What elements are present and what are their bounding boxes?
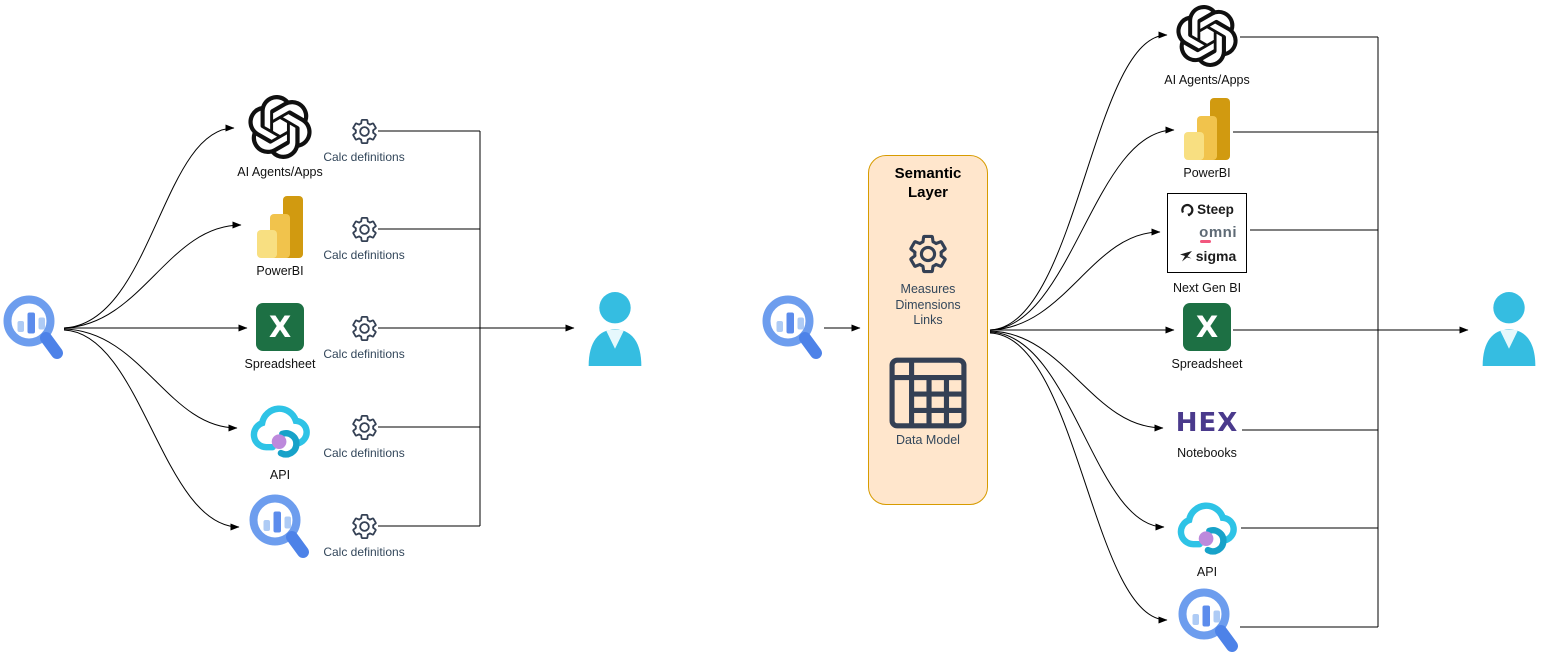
steep-logo-icon xyxy=(1181,203,1194,217)
edge-left-to-explore xyxy=(63,329,240,531)
left-powerbi-node: PowerBI xyxy=(225,196,335,278)
left-api-node: API xyxy=(225,392,335,482)
data-explore-icon xyxy=(2,294,64,362)
left-spreadsheet-node: X Spreadsheet xyxy=(225,303,335,371)
right-nextgen-label: Next Gen BI xyxy=(1172,281,1242,295)
edge-sem-to-explore xyxy=(989,332,1168,624)
calc-def-label-1: Calc definitions xyxy=(323,150,405,164)
hex-logo: HEX xyxy=(1175,408,1239,438)
edge-left-to-api xyxy=(63,328,238,432)
data-model-label: Data Model xyxy=(896,432,960,447)
right-explore-node xyxy=(1177,587,1239,652)
right-nextgen-node: Steep omni sigma Next Gen BI xyxy=(1152,193,1262,295)
edge-sem-to-notebooks xyxy=(989,330,1164,432)
data-explore-icon xyxy=(1177,587,1239,652)
powerbi-icon xyxy=(1184,98,1230,160)
left-api-label: API xyxy=(269,468,291,482)
data-model-table-icon xyxy=(889,357,967,429)
semantic-layer-items: Measures Dimensions Links xyxy=(895,282,961,327)
excel-letter: X xyxy=(1195,310,1219,344)
right-spreadsheet-node: X Spreadsheet xyxy=(1152,303,1262,371)
gear-icon xyxy=(351,315,377,342)
calc-def-node-5: Calc definitions xyxy=(308,512,420,559)
user-icon xyxy=(1482,292,1536,366)
edge-sem-to-api xyxy=(989,331,1165,531)
data-explore-icon xyxy=(761,294,823,362)
left-user-node xyxy=(583,290,647,367)
data-explore-icon xyxy=(248,493,310,561)
omni-underline xyxy=(1200,240,1212,243)
api-cloud-icon xyxy=(1174,489,1240,559)
left-explore-node xyxy=(248,493,310,561)
right-spreadsheet-label: Spreadsheet xyxy=(1171,357,1243,371)
api-cloud-icon xyxy=(247,392,313,462)
calc-def-node-4: Calc definitions xyxy=(308,413,420,460)
openai-icon xyxy=(248,95,312,159)
sigma-logo-icon xyxy=(1179,250,1192,262)
gear-icon xyxy=(351,513,377,540)
left-spreadsheet-label: Spreadsheet xyxy=(244,357,316,371)
calc-def-node-3: Calc definitions xyxy=(308,314,420,361)
gear-icon xyxy=(351,414,377,441)
semantic-layer-title: Semantic Layer xyxy=(894,165,962,201)
calc-def-node-2: Calc definitions xyxy=(308,215,420,262)
right-source-node xyxy=(761,294,823,362)
excel-letter: X xyxy=(268,310,292,344)
semantic-layer-box: Semantic Layer Measures Dimensions Links… xyxy=(868,155,988,505)
gear-icon xyxy=(909,234,947,274)
calc-def-label-2: Calc definitions xyxy=(323,248,405,262)
omni-logo: omni xyxy=(1199,223,1237,243)
calc-def-node-1: Calc definitions xyxy=(308,117,420,164)
calc-def-label-4: Calc definitions xyxy=(323,446,405,460)
user-icon xyxy=(588,292,642,366)
excel-icon: X xyxy=(256,303,304,351)
right-api-label: API xyxy=(1196,565,1218,579)
right-ai-label: AI Agents/Apps xyxy=(1164,73,1250,87)
gear-icon xyxy=(351,216,377,243)
right-powerbi-label: PowerBI xyxy=(1183,166,1231,180)
excel-icon: X xyxy=(1183,303,1231,351)
right-notebooks-label: Notebooks xyxy=(1177,446,1237,460)
calc-def-label-3: Calc definitions xyxy=(323,347,405,361)
omni-logo-text: omni xyxy=(1199,223,1237,241)
edge-sem-to-powerbi xyxy=(989,126,1175,331)
sigma-logo: sigma xyxy=(1178,248,1236,264)
powerbi-icon xyxy=(257,196,303,258)
right-ai-node: AI Agents/Apps xyxy=(1152,5,1262,87)
steep-logo-text: Steep xyxy=(1197,202,1234,218)
steep-logo: Steep xyxy=(1180,202,1234,217)
edge-sem-to-nextgen xyxy=(989,228,1161,331)
nextgen-bi-box: Steep omni sigma xyxy=(1167,193,1247,273)
right-api-node: API xyxy=(1152,489,1262,579)
right-powerbi-node: PowerBI xyxy=(1152,98,1262,180)
left-ai-label: AI Agents/Apps xyxy=(237,165,323,179)
openai-icon xyxy=(1176,5,1238,67)
right-hex-node: HEX Notebooks xyxy=(1152,409,1262,460)
edge-left-to-powerbi xyxy=(63,221,242,329)
left-ai-node: AI Agents/Apps xyxy=(225,95,335,179)
gear-icon xyxy=(351,118,377,145)
edge-sem-to-ai xyxy=(989,31,1168,331)
left-powerbi-label: PowerBI xyxy=(256,264,304,278)
edge-left-to-ai xyxy=(63,124,235,329)
left-source-node xyxy=(2,294,64,362)
sigma-logo-text: sigma xyxy=(1195,247,1237,264)
calc-def-label-5: Calc definitions xyxy=(323,545,405,559)
right-user-node xyxy=(1477,290,1541,367)
